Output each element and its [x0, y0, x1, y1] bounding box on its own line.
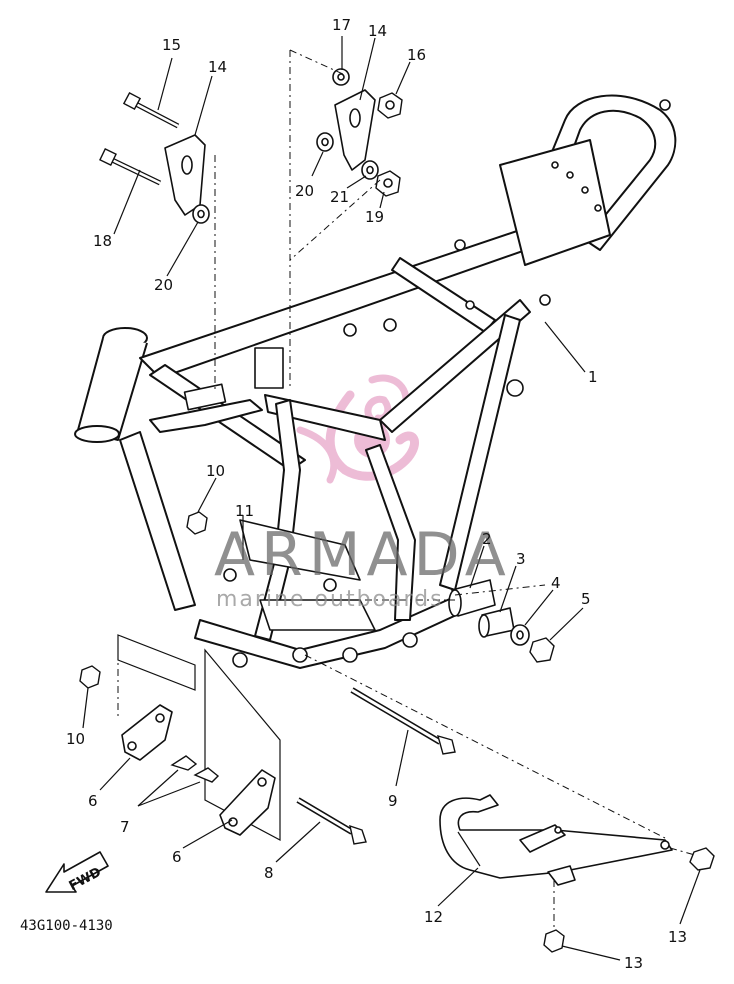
callout-14b: 14	[368, 22, 387, 40]
forward-arrow-icon: FWD	[45, 851, 109, 894]
callout-15: 15	[162, 36, 181, 54]
nut-19	[375, 170, 401, 197]
callout-1: 1	[588, 368, 598, 386]
callout-20a: 20	[154, 276, 173, 294]
bolt-7a	[170, 755, 198, 771]
callout-11: 11	[235, 502, 254, 520]
callout-10a: 10	[206, 462, 225, 480]
callout-13b: 13	[624, 954, 643, 972]
bolt-7b	[193, 767, 220, 783]
callout-5: 5	[581, 590, 591, 608]
washer-21	[361, 160, 379, 180]
callout-6a: 6	[88, 792, 98, 810]
callout-labels: 15 14 17 14 16 18 20 20 21 19 1 10 11 2 …	[66, 16, 687, 972]
nut-10-upper	[186, 511, 208, 535]
callout-13a: 13	[668, 928, 687, 946]
watermark-brand: ARMADA	[214, 520, 512, 590]
washer-20-left	[192, 204, 210, 224]
callout-6b: 6	[172, 848, 182, 866]
callout-8: 8	[264, 864, 274, 882]
callout-18: 18	[93, 232, 112, 250]
nut-10-lower	[79, 665, 101, 689]
engine-bracket-6-right	[219, 769, 276, 836]
engine-bracket-6-left	[121, 704, 173, 761]
watermark-tagline: marine outboards	[216, 587, 444, 612]
damper-2	[448, 579, 496, 617]
bolt-15	[122, 91, 180, 129]
callout-9: 9	[388, 792, 398, 810]
callout-2: 2	[482, 530, 492, 548]
nut-16	[377, 92, 403, 119]
callout-14a: 14	[208, 58, 227, 76]
callout-7: 7	[120, 818, 130, 836]
callout-19: 19	[365, 208, 384, 226]
head-bracket-right	[334, 89, 376, 171]
collar-3	[478, 607, 515, 638]
callout-10b: 10	[66, 730, 85, 748]
callout-21: 21	[330, 188, 349, 206]
bolt-8	[296, 797, 367, 845]
bolt-9	[350, 687, 456, 755]
head-bracket-left	[164, 134, 206, 216]
washer-17	[332, 68, 350, 86]
callout-3: 3	[516, 550, 526, 568]
bolt-13-bottom	[543, 929, 565, 953]
bolt-18	[99, 148, 162, 186]
callout-17: 17	[332, 16, 351, 34]
washer-20-right	[316, 132, 334, 152]
callout-4: 4	[551, 574, 561, 592]
leader-lines	[82, 36, 701, 961]
callout-16: 16	[407, 46, 426, 64]
diagram-code: 43G100-4130	[20, 918, 113, 934]
bolt-5	[529, 637, 555, 663]
bolt-13-right	[689, 847, 715, 871]
callout-20b: 20	[295, 182, 314, 200]
engine-guard-12	[439, 794, 673, 886]
callout-12: 12	[424, 908, 443, 926]
main-frame	[74, 94, 677, 669]
washer-4	[510, 624, 530, 646]
